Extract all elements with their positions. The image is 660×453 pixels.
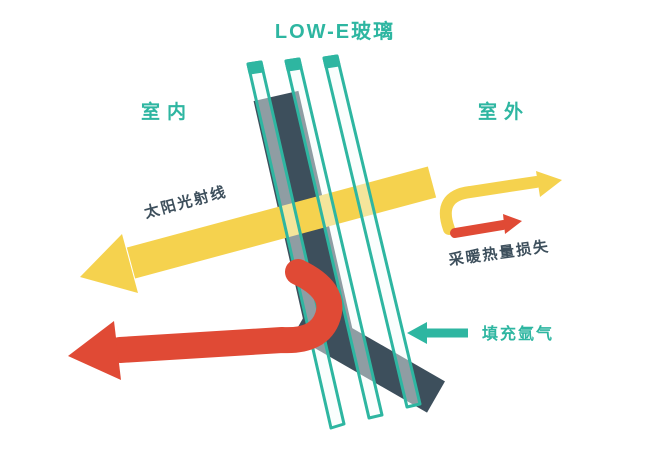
outdoor-label: 室外 <box>478 100 530 123</box>
argon-fill-label: 填充氩气 <box>482 324 554 343</box>
argon-pointer-arrow-head <box>407 322 427 344</box>
reflected-heat-arrow-shaft <box>107 259 343 363</box>
outdoor-bounce-arrow <box>439 171 562 235</box>
argon-pointer-arrow <box>407 322 468 344</box>
heat-loss-arrow <box>450 214 522 238</box>
solar-ray-arrow-shaft <box>126 166 437 279</box>
diagram-title: LOW-E玻璃 <box>275 19 395 43</box>
glass-pane-1-top-edge <box>246 60 265 75</box>
solar-ray-arrow-head <box>80 234 138 293</box>
heat-loss-arrow-head <box>503 214 522 234</box>
solar-ray-arrow <box>80 166 437 293</box>
solar-rays-label: 太阳光射线 <box>142 182 229 221</box>
outdoor-bounce-arrow-head <box>536 171 562 197</box>
heat-loss-label: 采暖热量损失 <box>447 237 552 269</box>
glass-pane-3 <box>322 54 422 409</box>
indoor-label: 室内 <box>141 100 193 123</box>
heat-loss-arrow-shaft <box>450 220 508 238</box>
outdoor-bounce-arrow-shaft <box>439 176 542 235</box>
glass-pane-2-top-edge <box>284 57 303 72</box>
reflected-heat-arrow-head <box>68 321 121 380</box>
glass-pane-3-top-edge <box>322 54 341 69</box>
reflected-heat-arrow <box>68 259 343 380</box>
